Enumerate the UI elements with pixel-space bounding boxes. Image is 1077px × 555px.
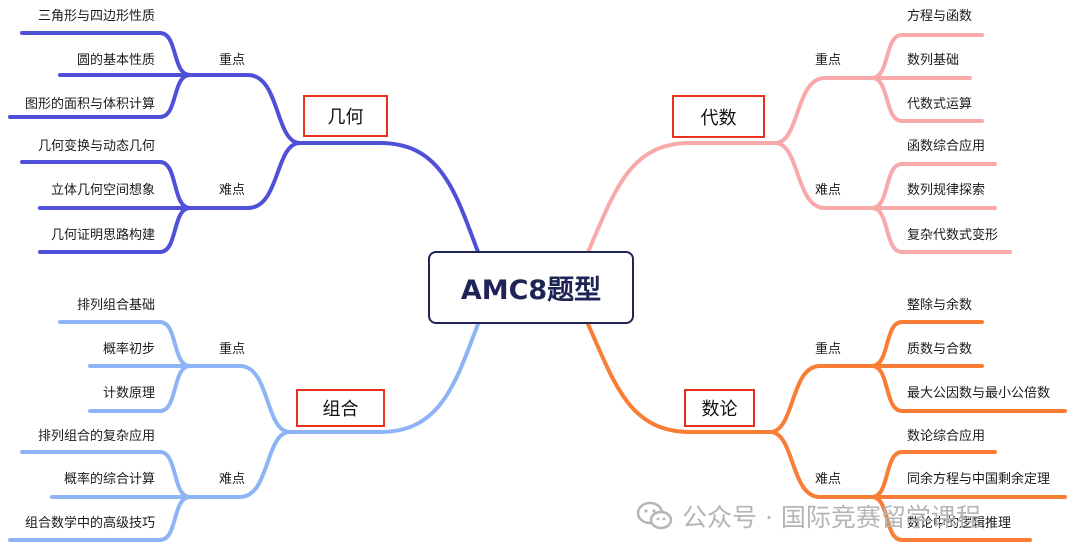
number-theory-key-item-2[interactable]: 质数与合数 <box>907 342 973 357</box>
algebra-hard-item-1[interactable]: 函数综合应用 <box>907 139 986 154</box>
combinatorics-hard-item-2[interactable]: 概率的综合计算 <box>63 472 155 487</box>
branch-combinatorics[interactable]: 组合 <box>296 389 385 427</box>
combinatorics-hard-label[interactable]: 难点 <box>219 472 246 487</box>
combinatorics-connectors <box>8 320 480 542</box>
algebra-key-item-1[interactable]: 方程与函数 <box>907 9 973 24</box>
algebra-key-label[interactable]: 重点 <box>815 53 842 68</box>
watermark-text: 公众号 · 国际竞赛留学课程 <box>682 503 981 532</box>
edge-number-theory-key-3 <box>870 364 1067 413</box>
watermark: 公众号 · 国际竞赛留学课程 <box>636 498 981 534</box>
branch-algebra[interactable]: 代数 <box>672 95 765 138</box>
geometry-key-item-2[interactable]: 圆的基本性质 <box>76 53 155 68</box>
number-theory-key-label[interactable]: 重点 <box>815 342 842 357</box>
algebra-key-item-2[interactable]: 数列基础 <box>907 53 960 68</box>
algebra-hard-label[interactable]: 难点 <box>815 183 842 198</box>
number-theory-hard-item-1[interactable]: 数论综合应用 <box>907 429 986 444</box>
edge-geometry-key-3 <box>8 73 192 119</box>
edge-number-theory-hard-3 <box>870 495 1032 542</box>
edge-geometry-hard <box>188 141 302 210</box>
edge-geometry-hard-3 <box>38 206 192 254</box>
edge-root-geometry <box>378 141 480 254</box>
number-theory-connectors <box>586 320 1067 542</box>
edge-algebra-hard <box>773 141 874 210</box>
edge-number-theory-key <box>768 364 874 434</box>
number-theory-key-item-1[interactable]: 整除与余数 <box>907 298 973 313</box>
edge-algebra-hard-3 <box>870 206 1012 254</box>
number-theory-hard-item-3[interactable]: 数论中的逻辑推理 <box>907 516 1012 531</box>
geometry-hard-item-3[interactable]: 几何证明思路构建 <box>50 228 155 243</box>
algebra-hard-item-2[interactable]: 数列规律探索 <box>907 183 986 198</box>
number-theory-key-item-3[interactable]: 最大公因数与最小公倍数 <box>907 386 1051 401</box>
number-theory-hard-item-2[interactable]: 同余方程与中国剩余定理 <box>907 472 1051 487</box>
edge-combinatorics-hard <box>188 430 292 499</box>
geometry-key-label[interactable]: 重点 <box>219 53 246 68</box>
combinatorics-hard-item-1[interactable]: 排列组合的复杂应用 <box>37 429 155 444</box>
edge-combinatorics-hard-3 <box>8 495 192 542</box>
combinatorics-hard-item-3[interactable]: 组合数学中的高级技巧 <box>24 516 155 531</box>
combinatorics-key-item-2[interactable]: 概率初步 <box>102 342 155 357</box>
edge-geometry-key <box>188 73 302 145</box>
geometry-hard-item-1[interactable]: 几何变换与动态几何 <box>37 139 155 154</box>
edge-root-combinatorics <box>378 322 480 434</box>
number-theory-hard-label[interactable]: 难点 <box>815 472 842 487</box>
branch-geometry[interactable]: 几何 <box>303 95 388 137</box>
branch-number-theory[interactable]: 数论 <box>684 389 755 427</box>
edge-combinatorics-key <box>188 364 292 434</box>
combinatorics-key-item-3[interactable]: 计数原理 <box>102 386 155 401</box>
edge-algebra-key-3 <box>870 76 984 123</box>
edge-root-number-theory <box>586 322 692 434</box>
algebra-key-item-3[interactable]: 代数式运算 <box>907 97 973 112</box>
geometry-hard-item-2[interactable]: 立体几何空间想象 <box>50 183 155 198</box>
edge-number-theory-hard <box>768 430 874 499</box>
root-node[interactable]: AMC8题型 <box>428 251 634 324</box>
algebra-connectors <box>586 33 1012 254</box>
geometry-hard-label[interactable]: 难点 <box>219 183 246 198</box>
edge-root-algebra <box>586 141 692 254</box>
combinatorics-key-item-1[interactable]: 排列组合基础 <box>76 298 155 313</box>
combinatorics-key-label[interactable]: 重点 <box>219 342 246 357</box>
geometry-key-item-3[interactable]: 图形的面积与体积计算 <box>24 97 155 112</box>
edge-algebra-key <box>773 76 874 145</box>
edge-combinatorics-key-3 <box>88 364 192 413</box>
geometry-key-item-1[interactable]: 三角形与四边形性质 <box>37 9 155 24</box>
algebra-hard-item-3[interactable]: 复杂代数式变形 <box>907 228 999 243</box>
geometry-connectors <box>8 31 480 254</box>
wechat-icon <box>636 501 673 530</box>
